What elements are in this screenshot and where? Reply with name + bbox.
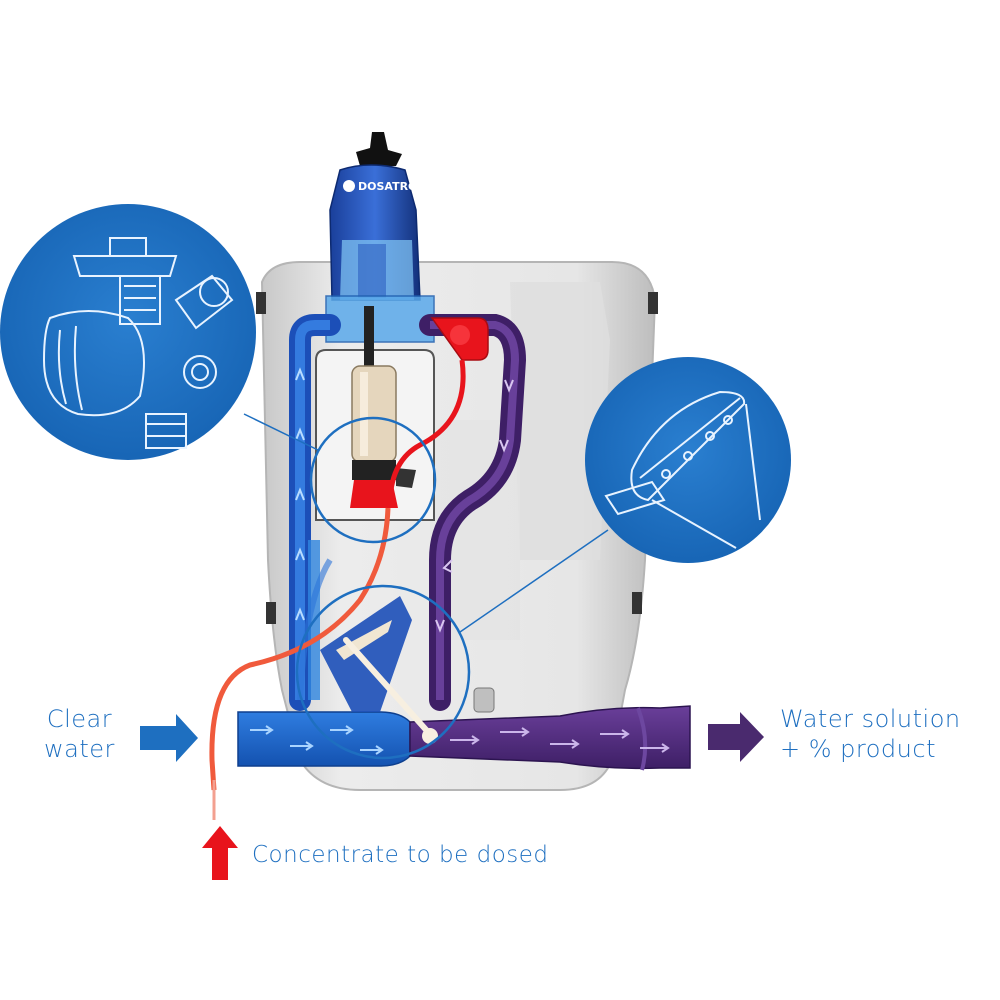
detail-callouts (243, 413, 609, 760)
clear-water-label-line1: Clear (46, 705, 113, 733)
concentrate-line (209, 359, 466, 820)
clear-water-label: Clear water (44, 704, 115, 764)
inlet-arrow-icon (140, 714, 198, 762)
brand-logo: DOSATRON (358, 180, 427, 193)
outlet-arrow-icon (708, 712, 764, 762)
dosatron-logo-icon (343, 180, 355, 192)
water-solution-label-line2: + % product (780, 735, 936, 763)
concentrate-arrow-icon (202, 826, 238, 880)
water-solution-label: Water solution + % product (780, 704, 961, 764)
red-connector (430, 317, 489, 361)
solution-pipe (419, 314, 527, 711)
zoom-circle-valve (0, 204, 256, 460)
main-pipe (237, 705, 691, 771)
clear-water-label-line2: water (44, 735, 115, 763)
zoom-circle-piston (585, 357, 791, 563)
piston-assembly (320, 596, 495, 744)
dosing-cylinder (350, 365, 416, 508)
water-solution-label-line1: Water solution (780, 705, 961, 733)
dosatron-pump: DOSATRON (325, 132, 435, 366)
concentrate-label: Concentrate to be dosed (252, 842, 549, 868)
